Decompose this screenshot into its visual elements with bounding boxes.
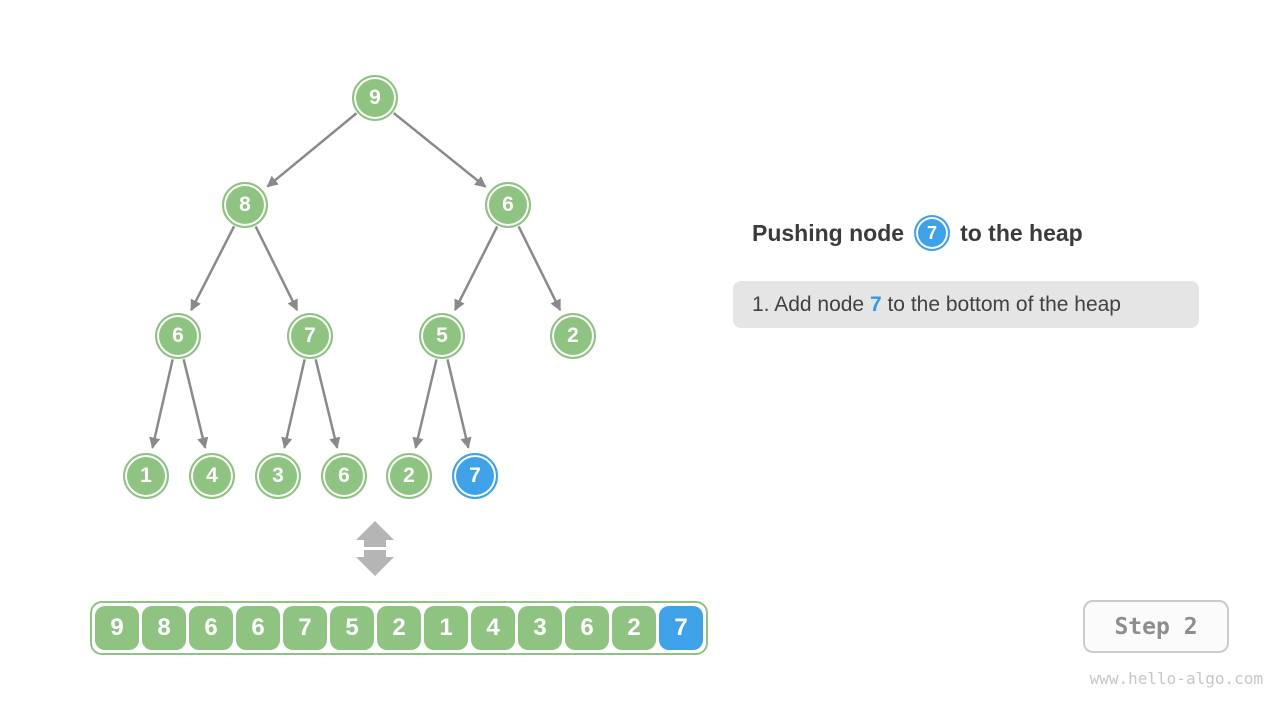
array-cell-0: 9 bbox=[95, 606, 139, 650]
note-prefix: 1. Add node bbox=[752, 292, 870, 316]
array-cell-3: 6 bbox=[236, 606, 280, 650]
tree-edge bbox=[412, 359, 438, 449]
tree-node-8: 8 bbox=[222, 182, 268, 228]
array-cell-12: 7 bbox=[659, 606, 703, 650]
tree-node-7: 7 bbox=[452, 453, 498, 499]
tree-edge bbox=[182, 359, 209, 449]
tree-edge bbox=[517, 225, 562, 312]
array-cell-6: 2 bbox=[377, 606, 421, 650]
array-cell-4: 7 bbox=[283, 606, 327, 650]
tree-node-5: 5 bbox=[419, 313, 465, 359]
array-cell-11: 2 bbox=[612, 606, 656, 650]
title-prefix: Pushing node bbox=[752, 219, 905, 246]
step-note: 1. Add node 7 to the bottom of the heap bbox=[733, 281, 1199, 328]
watermark: www.hello-algo.com bbox=[1089, 669, 1263, 688]
tree-node-6: 6 bbox=[485, 182, 531, 228]
tree-edge bbox=[190, 225, 236, 312]
tree-node-3: 3 bbox=[255, 453, 301, 499]
array-cell-7: 1 bbox=[424, 606, 468, 650]
note-suffix: to the bottom of the heap bbox=[881, 292, 1121, 316]
step-badge[interactable]: Step 2 bbox=[1083, 600, 1229, 653]
tree-edge bbox=[149, 359, 174, 449]
tree-edge bbox=[453, 225, 499, 312]
array-cell-5: 5 bbox=[330, 606, 374, 650]
array-cell-8: 4 bbox=[471, 606, 515, 650]
tree-edge bbox=[254, 225, 299, 312]
tree-edge bbox=[314, 359, 341, 449]
updown-arrow-icon bbox=[356, 521, 394, 576]
note-highlight-value: 7 bbox=[869, 292, 882, 316]
step-title: Pushing node 7 to the heap bbox=[752, 211, 1083, 255]
title-node-badge: 7 bbox=[914, 215, 951, 251]
tree-node-6: 6 bbox=[321, 453, 367, 499]
tree-edge bbox=[446, 359, 472, 449]
array-cell-1: 8 bbox=[142, 606, 186, 650]
tree-node-4: 4 bbox=[189, 453, 235, 499]
tree-edge bbox=[392, 112, 487, 188]
tree-node-7: 7 bbox=[287, 313, 333, 359]
array-cell-10: 6 bbox=[565, 606, 609, 650]
tree-node-2: 2 bbox=[550, 313, 596, 359]
tree-node-2: 2 bbox=[386, 453, 432, 499]
tree-node-1: 1 bbox=[123, 453, 169, 499]
tree-edge bbox=[266, 112, 358, 188]
array-cell-9: 3 bbox=[518, 606, 562, 650]
tree-node-9: 9 bbox=[352, 75, 398, 121]
tree-node-6: 6 bbox=[155, 313, 201, 359]
title-suffix: to the heap bbox=[960, 219, 1083, 246]
tree-edge bbox=[281, 359, 306, 449]
array-cell-2: 6 bbox=[189, 606, 233, 650]
